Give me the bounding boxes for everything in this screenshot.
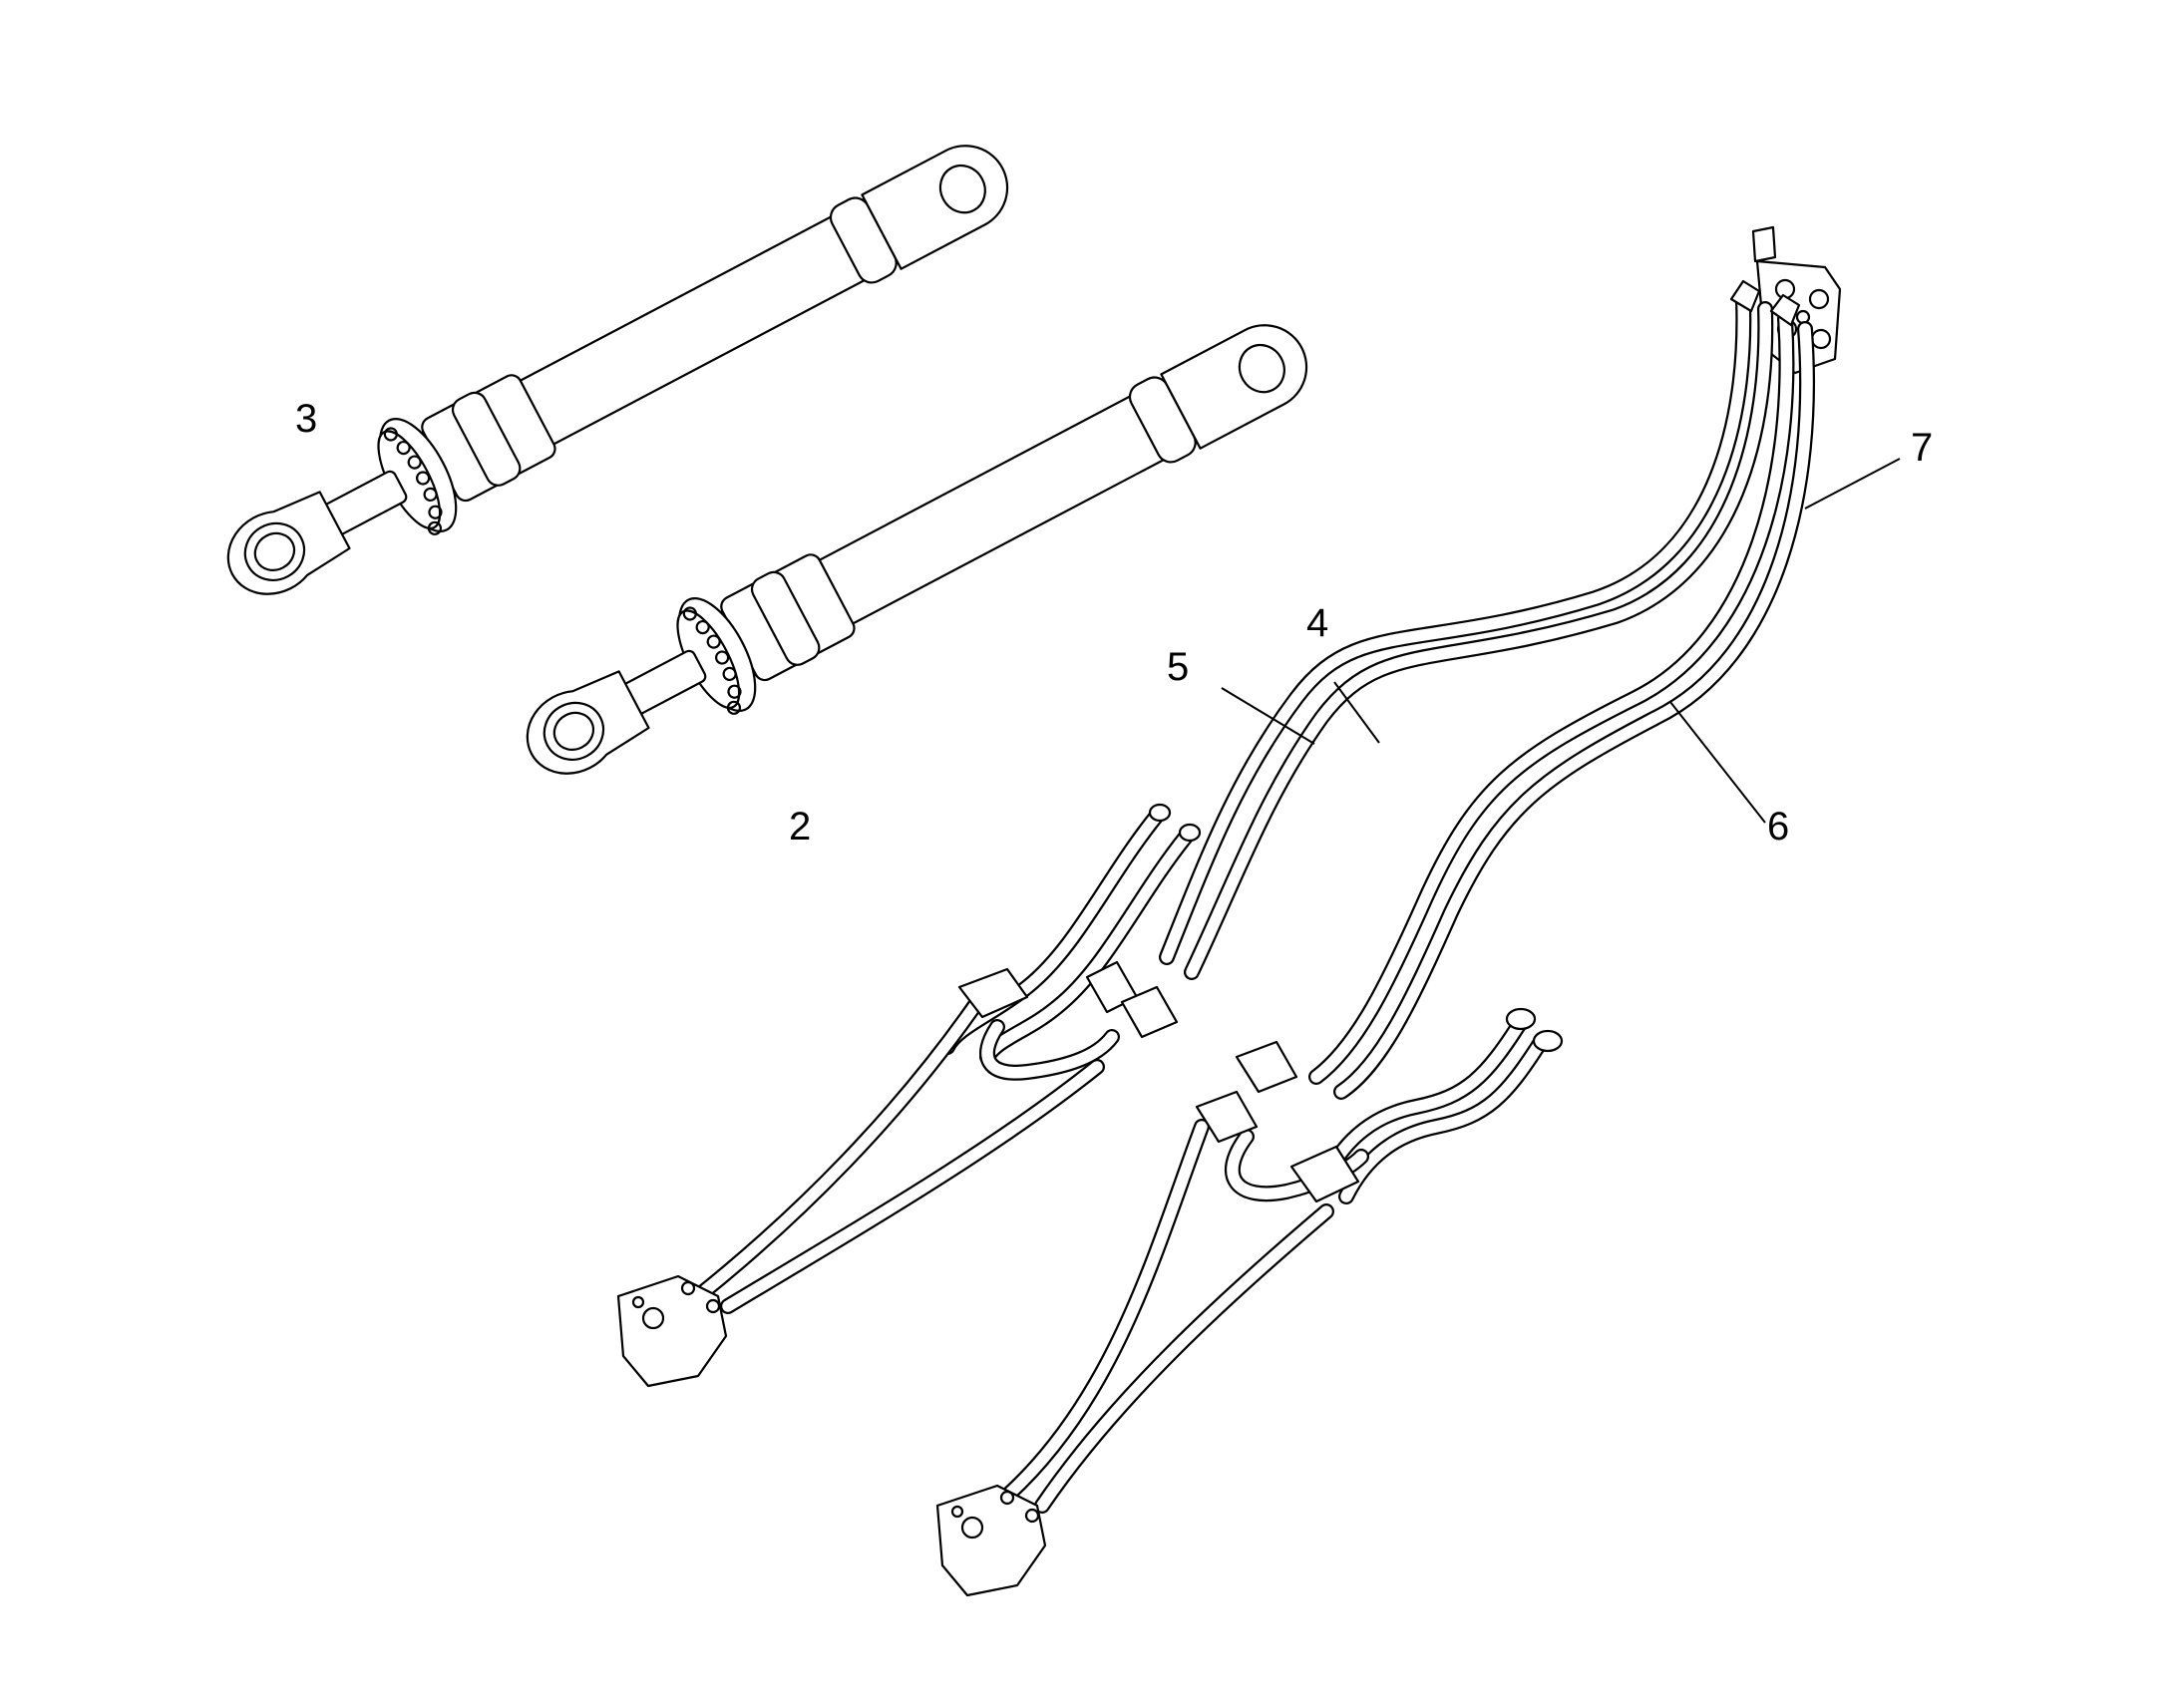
label-hose-6: 6 — [1767, 805, 1789, 849]
label-hose-5: 5 — [1167, 645, 1189, 689]
leader-lines — [1221, 458, 1901, 824]
cylinder-3 — [226, 145, 1009, 595]
hose-assembly-right — [935, 1007, 1564, 1597]
label-cylinder-3: 3 — [295, 397, 317, 441]
leader-hose-5 — [1221, 687, 1315, 745]
hose-assembly-left — [616, 803, 1202, 1388]
leader-hose-4 — [1333, 681, 1380, 744]
leader-hose-7 — [1804, 458, 1901, 510]
label-cylinder-2: 2 — [789, 805, 811, 849]
manifold-block — [1751, 225, 1842, 375]
leader-hose-6 — [1669, 701, 1766, 824]
label-hose-4: 4 — [1306, 601, 1328, 645]
part-labels: 3 2 4 5 6 7 — [295, 397, 1933, 849]
cylinder-2 — [526, 324, 1308, 775]
label-hose-7: 7 — [1911, 426, 1933, 470]
hose-bundle — [1159, 279, 1815, 1100]
